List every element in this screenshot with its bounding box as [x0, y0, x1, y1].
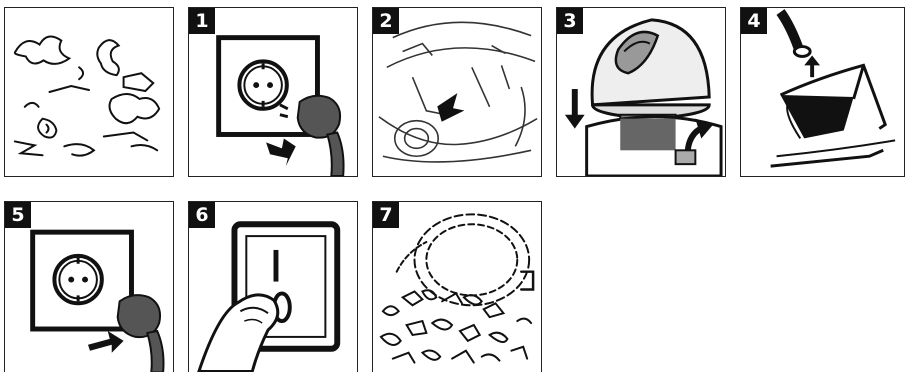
step-panel-2: 2 [372, 7, 542, 177]
step-panel-6: 6 [188, 201, 358, 372]
step-number-badge: 1 [189, 8, 215, 34]
step-panel-7: 7 [372, 201, 542, 372]
step-number-badge: 5 [5, 202, 31, 228]
step-panel-1: 1 [188, 7, 358, 177]
step-number-badge: 4 [741, 8, 767, 34]
step-panel-4: 4 [740, 7, 905, 177]
step-number-badge: 7 [373, 202, 399, 228]
step-panel-debris [4, 7, 174, 177]
step-panel-3: 3 [556, 7, 726, 177]
step-number-badge: 3 [557, 8, 583, 34]
step-panel-5: 5 [4, 201, 174, 372]
step-number-badge: 2 [373, 8, 399, 34]
debris-illustration [5, 8, 173, 176]
step-number-badge: 6 [189, 202, 215, 228]
